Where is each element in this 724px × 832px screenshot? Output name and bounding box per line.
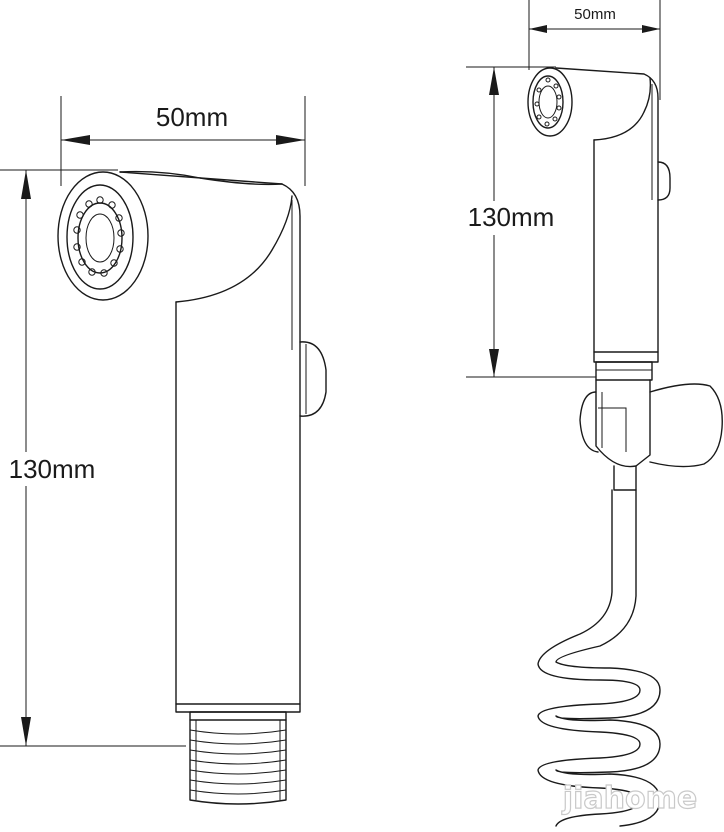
- left-sprayer-view: 50mm 130mm: [0, 96, 327, 805]
- left-nozzle-face: [57, 171, 149, 301]
- wall-holder: [579, 379, 723, 491]
- left-height-dimension: 130mm: [0, 169, 186, 747]
- left-width-dimension: 50mm: [60, 96, 306, 186]
- watermark: jiahome: [562, 781, 697, 816]
- spiral-hose: [537, 489, 661, 827]
- left-height-label: 130mm: [9, 454, 96, 484]
- right-width-label: 50mm: [574, 6, 616, 23]
- right-sprayer-body: [555, 67, 659, 363]
- left-sprayer-body: [119, 171, 301, 713]
- right-sprayer-view: 50mm 130mm: [458, 0, 723, 827]
- right-nozzle-face: [527, 67, 573, 137]
- right-trigger-button: [657, 161, 671, 201]
- right-width-dimension: 50mm: [528, 0, 661, 100]
- left-thread-connector: [189, 711, 287, 805]
- left-nozzle-holes: [73, 196, 125, 277]
- right-height-label: 130mm: [468, 202, 555, 232]
- left-trigger-button: [299, 341, 327, 417]
- right-nozzle-holes: [534, 77, 562, 127]
- right-height-dimension: 130mm: [458, 66, 596, 378]
- left-width-label: 50mm: [156, 102, 228, 132]
